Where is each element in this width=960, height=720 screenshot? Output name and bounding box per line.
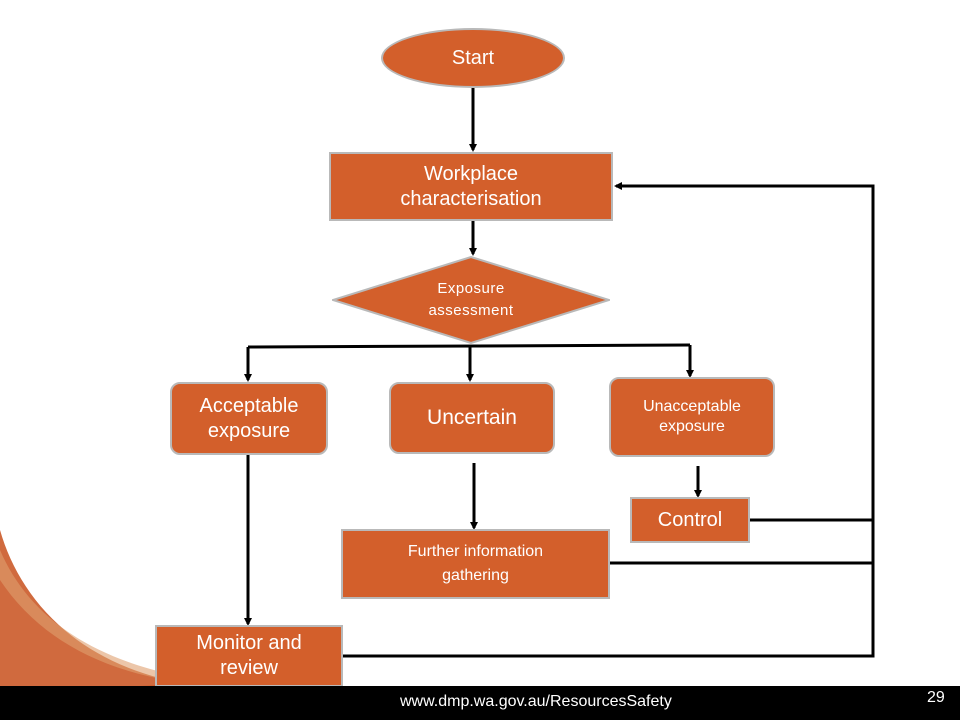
uncertain-label: Uncertain [427, 405, 517, 429]
control-label: Control [657, 508, 723, 531]
footer-url[interactable]: www.dmp.wa.gov.au/ResourcesSafety [400, 693, 672, 710]
acceptable-exposure-node: Acceptable exposure [170, 382, 328, 455]
unacceptable-exposure-node: Unacceptable exposure [609, 377, 775, 457]
control-node: Control [630, 497, 750, 543]
monitor-review-label: Monitor and review [196, 632, 302, 679]
exposure-assessment-node: Exposure assessment [332, 256, 610, 344]
start-node: Start [381, 28, 565, 88]
acceptable-exposure-label: Acceptable exposure [199, 394, 299, 442]
diamond-shape [332, 256, 610, 344]
further-information-label: Further information gathering [407, 543, 544, 584]
workplace-characterisation-node: Workplace characterisation [329, 152, 613, 221]
uncertain-node: Uncertain [389, 382, 555, 454]
page-number: 29 [927, 689, 945, 706]
footer-bar [0, 686, 960, 720]
workplace-characterisation-label: Workplace characterisation [400, 162, 542, 210]
further-information-node: Further information gathering [341, 529, 610, 599]
feedback-monitor [343, 182, 875, 658]
monitor-review-node: Monitor and review [155, 625, 343, 687]
unacceptable-exposure-label: Unacceptable exposure [643, 398, 741, 435]
start-label: Start [451, 46, 495, 69]
exposure-assessment-label: Exposure assessment [428, 280, 514, 319]
